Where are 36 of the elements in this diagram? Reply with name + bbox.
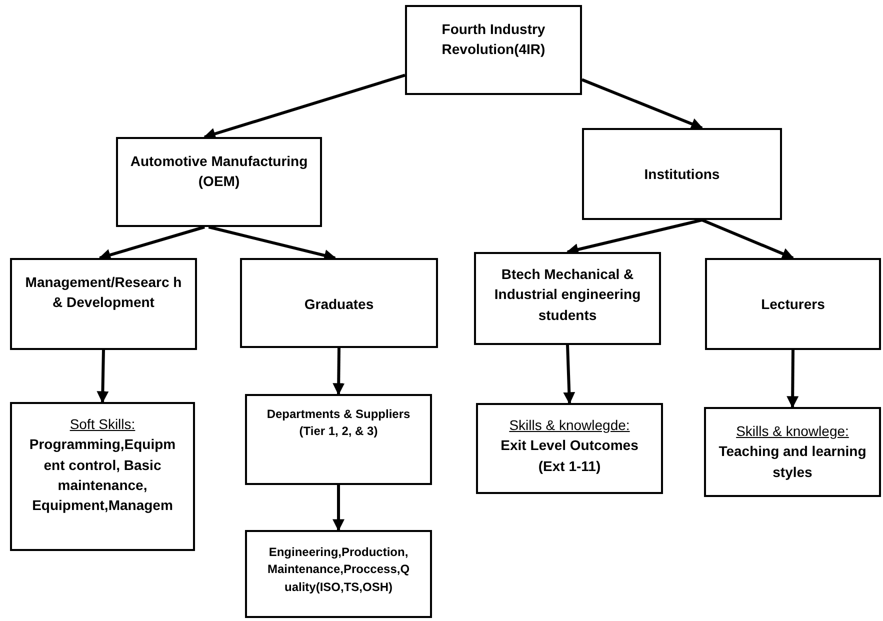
process-box bbox=[240, 258, 438, 348]
process-box bbox=[10, 258, 197, 350]
arrow bbox=[332, 348, 345, 396]
arrow bbox=[332, 485, 344, 532]
box-text: Graduates bbox=[304, 295, 374, 314]
arrow bbox=[581, 78, 704, 130]
box-text: Lecturers bbox=[761, 295, 825, 314]
box-text: Engineering,Production, Maintenance,Proccess,Q uality(ISO,TS,OSH) bbox=[266, 544, 411, 596]
box-heading: Skills & knowlegde: bbox=[509, 416, 630, 435]
arrow bbox=[786, 350, 799, 408]
arrow bbox=[701, 218, 794, 260]
process-box bbox=[705, 258, 881, 350]
box-text: Btech Mechanical & Industrial engineering students bbox=[493, 265, 642, 325]
box-text: Exit Level Outcomes (Ext 1-11) bbox=[500, 436, 640, 476]
process-box bbox=[405, 5, 582, 95]
process-box bbox=[476, 403, 663, 494]
process-box bbox=[10, 402, 195, 551]
arrow bbox=[98, 226, 205, 261]
box-heading: Skills & knowlege: bbox=[736, 422, 849, 441]
process-box bbox=[116, 137, 322, 227]
box-heading: Soft Skills: bbox=[70, 415, 136, 434]
box-text: Teaching and learning styles bbox=[718, 442, 868, 482]
process-box bbox=[474, 252, 661, 345]
box-text: Automotive Manufacturing (OEM) bbox=[129, 152, 309, 192]
process-box bbox=[245, 394, 432, 485]
box-text: Departments & Suppliers (Tier 1, 2, & 3) bbox=[266, 406, 412, 440]
process-box bbox=[582, 128, 782, 220]
arrow bbox=[563, 344, 576, 404]
process-box bbox=[245, 530, 432, 618]
box-text: Programming,Equipm ent control, Basic maintenance, Equipment,Managem bbox=[28, 435, 177, 516]
process-box bbox=[704, 407, 881, 497]
box-text: Institutions bbox=[644, 165, 720, 184]
box-text: Fourth Industry Revolution(4IR) bbox=[440, 20, 546, 60]
arrow bbox=[203, 74, 406, 140]
arrow bbox=[96, 350, 109, 404]
box-text: Management/Researc h & Development bbox=[24, 273, 183, 312]
